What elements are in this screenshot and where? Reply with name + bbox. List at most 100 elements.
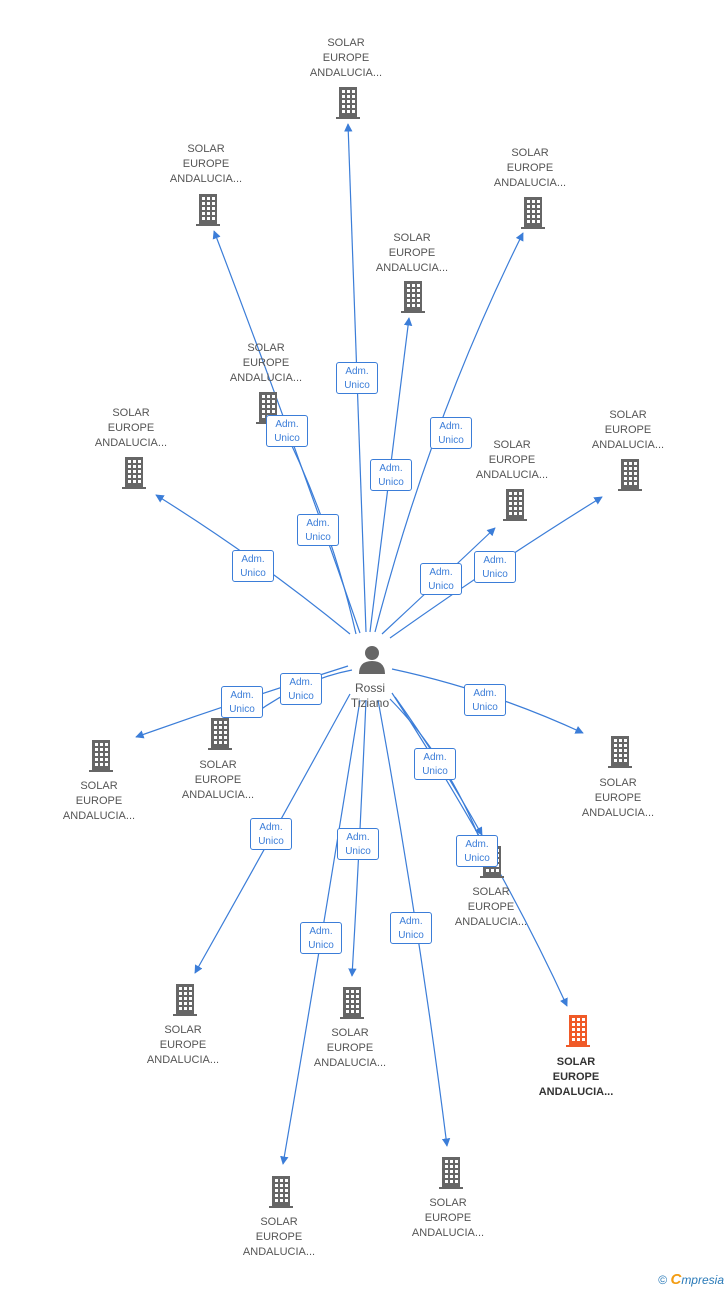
company-label-line1: SOLAR [429, 1197, 467, 1209]
company-label-line1: SOLAR [112, 407, 150, 419]
building-icon[interactable] [521, 197, 545, 229]
role-badge[interactable]: Adm.Unico [280, 673, 322, 705]
company-label[interactable]: SOLAR EUROPE ANDALUCIA... [347, 231, 477, 276]
company-label-line1: SOLAR [609, 409, 647, 421]
role-badge[interactable]: Adm.Unico [221, 686, 263, 718]
company-label-line2: EUROPE [388, 247, 436, 259]
company-label-line1: SOLAR [599, 777, 637, 789]
building-icon[interactable] [336, 87, 360, 119]
role-badge[interactable]: Adm. Unico [370, 459, 412, 491]
company-label-line2: EUROPE [424, 1212, 472, 1224]
company-label-line1: SOLAR [260, 1216, 298, 1228]
company-label-line1: SOLAR [187, 143, 225, 155]
role-badge[interactable]: Adm.Unico [464, 684, 506, 716]
company-label-line3: ANDALUCIA... [581, 807, 655, 819]
company-label[interactable]: SOLAR EUROPE ANDALUCIA... [563, 408, 693, 453]
role-badge[interactable]: Adm.Unico [337, 828, 379, 860]
company-label-line3: ANDALUCIA... [309, 67, 383, 79]
role-badge[interactable]: Adm. Unico [456, 835, 498, 867]
company-label-line2: EUROPE [322, 52, 370, 64]
company-label-line3: ANDALUCIA... [375, 262, 449, 274]
role-badge-line2: Unico [422, 766, 448, 777]
role-badge-line1: Adm. [465, 839, 489, 850]
company-label-line2: EUROPE [604, 424, 652, 436]
role-badge-line1: Adm. [346, 832, 370, 843]
role-badge[interactable]: Adm.Unico [430, 417, 472, 449]
company-label-line3: ANDALUCIA... [538, 1086, 614, 1098]
role-badge-line2: Unico [482, 569, 508, 580]
person-name[interactable]: Rossi Tiziano [330, 681, 410, 711]
company-label-line2: EUROPE [194, 774, 242, 786]
role-badge[interactable]: Adm. Unico [250, 818, 292, 850]
company-label[interactable]: SOLAR EUROPE ANDALUCIA... [214, 1215, 344, 1260]
role-badge-line2: Unico [472, 702, 498, 713]
brand-logo-initial: C [670, 1271, 682, 1288]
building-icon[interactable] [503, 489, 527, 521]
company-label-line1: SOLAR [331, 1027, 369, 1039]
role-badge-line1: Adm. [399, 916, 423, 927]
company-label-line1: SOLAR [472, 886, 510, 898]
role-badge[interactable]: Adm.Unico [420, 563, 462, 595]
role-badge-line2: Unico [464, 853, 490, 864]
footer-brand: © Cmpresia [658, 1271, 724, 1288]
company-label-line1: SOLAR [247, 342, 285, 354]
company-label-line1: SOLAR [556, 1056, 596, 1068]
building-icon[interactable] [608, 736, 632, 768]
company-label-line2: EUROPE [255, 1231, 303, 1243]
building-icon[interactable] [89, 740, 113, 772]
company-label-line3: ANDALUCIA... [169, 173, 243, 185]
company-label-line2: EUROPE [107, 422, 155, 434]
role-badge-line2: Unico [378, 477, 404, 488]
building-icon[interactable] [173, 984, 197, 1016]
role-badge-line2: Unico [428, 581, 454, 592]
role-badge-line1: Adm. [275, 419, 299, 430]
company-label-line2: EUROPE [506, 162, 554, 174]
company-label-line1: SOLAR [393, 232, 431, 244]
company-label-line3: ANDALUCIA... [242, 1246, 316, 1258]
brand-name: mpresia [681, 1273, 724, 1287]
company-label-line2: EUROPE [242, 357, 290, 369]
building-icon[interactable] [269, 1176, 293, 1208]
role-badge[interactable]: Adm.Unico [232, 550, 274, 582]
building-icon[interactable] [196, 194, 220, 226]
building-icon[interactable] [208, 718, 232, 750]
company-label-line1: SOLAR [164, 1024, 202, 1036]
company-label-line1: SOLAR [511, 147, 549, 159]
role-badge-line1: Adm. [379, 463, 403, 474]
person-icon[interactable] [359, 646, 385, 674]
role-badge-line2: Unico [398, 930, 424, 941]
building-icon[interactable] [566, 1015, 590, 1047]
company-label-line3: ANDALUCIA... [493, 177, 567, 189]
role-badge[interactable]: Adm.Unico [414, 748, 456, 780]
role-badge-line2: Unico [258, 836, 284, 847]
role-badge[interactable]: Adm.Unico [300, 922, 342, 954]
company-label-line2: EUROPE [467, 901, 515, 913]
company-label-line1: SOLAR [199, 759, 237, 771]
role-badge[interactable]: Adm.Unico [297, 514, 339, 546]
role-badge[interactable]: Adm. Unico [390, 912, 432, 944]
building-icon[interactable] [618, 459, 642, 491]
building-icon[interactable] [401, 281, 425, 313]
building-icon[interactable] [439, 1157, 463, 1189]
company-label-line3: ANDALUCIA... [591, 439, 665, 451]
role-badge[interactable]: Adm.Unico [336, 362, 378, 394]
building-icon[interactable] [122, 457, 146, 489]
role-badge[interactable]: Adm.Unico [474, 551, 516, 583]
company-label[interactable]: SOLAR EUROPE ANDALUCIA... [465, 146, 595, 191]
role-badge-line1: Adm. [259, 822, 283, 833]
role-badge[interactable]: Adm.Unico [266, 415, 308, 447]
building-icon[interactable] [340, 987, 364, 1019]
